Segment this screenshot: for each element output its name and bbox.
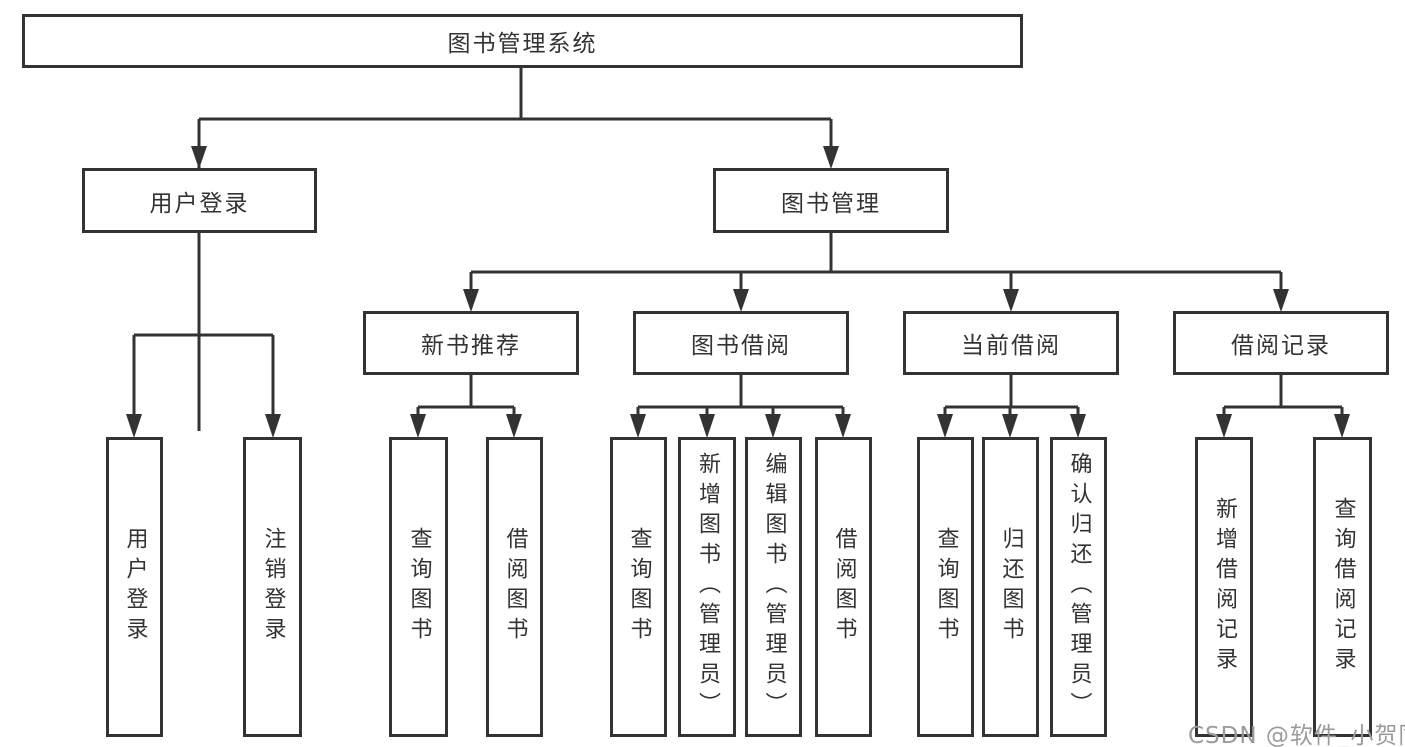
arrowheads	[126, 146, 1350, 438]
book-borrow-connector	[636, 375, 845, 431]
leaf-query-books-borrow: 查询图书	[610, 437, 667, 737]
node-root: 图书管理系统	[22, 14, 1023, 68]
node-book-management: 图书管理	[713, 168, 949, 233]
leaf-query-books-recommend: 查询图书	[389, 437, 448, 737]
leaf-query-borrow-record: 查询借阅记录	[1313, 437, 1372, 737]
root-connector	[197, 68, 833, 431]
leaf-add-books-admin: 新增图书（管理员）	[678, 437, 736, 737]
node-current-borrow: 当前借阅	[903, 311, 1119, 375]
leaf-borrow-books-recommend: 借阅图书	[486, 437, 543, 737]
leaf-add-borrow-record: 新增借阅记录	[1195, 437, 1253, 737]
leaf-confirm-return-admin: 确认归还（管理员）	[1050, 437, 1107, 737]
leaf-user-login: 用户登录	[106, 437, 163, 737]
node-book-borrow: 图书借阅	[633, 311, 849, 375]
borrow-records-connector	[1222, 375, 1344, 431]
node-user-login: 用户登录	[82, 168, 317, 233]
new-book-recommend-connector	[416, 375, 516, 431]
csdn-watermark: CSDN @软件_小贺同学	[1188, 723, 1405, 747]
node-new-book-recommend: 新书推荐	[363, 311, 579, 375]
leaf-edit-books-admin: 编辑图书（管理员）	[745, 437, 802, 737]
leaf-return-books: 归还图书	[982, 437, 1039, 737]
leaf-query-books-current: 查询图书	[917, 437, 974, 737]
book-management-connector	[469, 233, 1283, 305]
user-login-connector	[132, 233, 275, 431]
node-borrow-records: 借阅记录	[1173, 311, 1389, 375]
leaf-logout: 注销登录	[243, 437, 302, 737]
leaf-borrow-books: 借阅图书	[815, 437, 872, 737]
